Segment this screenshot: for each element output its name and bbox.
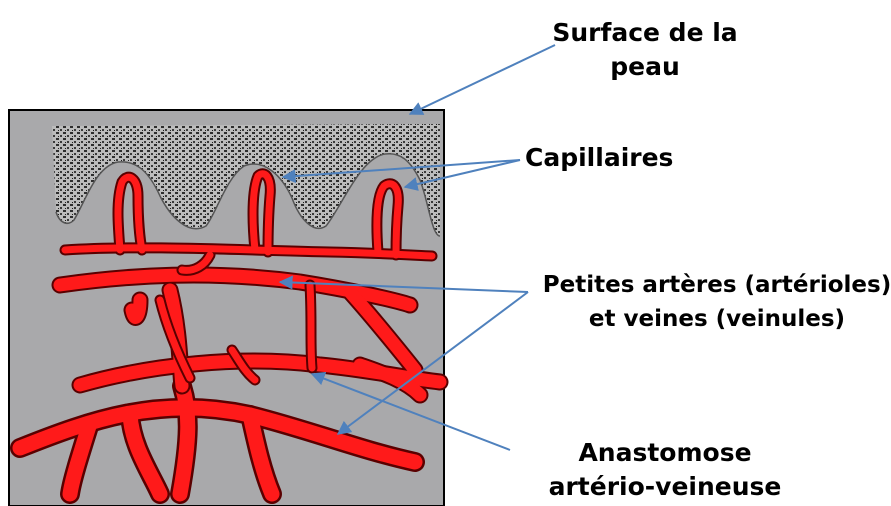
arrow-surface (410, 45, 555, 114)
label-surface-line2: peau (540, 50, 750, 84)
label-petites-line2: et veines (veinules) (542, 302, 891, 336)
label-petites-arteres: Petites artères (artérioles) et veines (… (542, 268, 891, 336)
label-anastomose-line2: artério-veineuse (545, 470, 785, 504)
label-anastomose-line1: Anastomose (545, 436, 785, 470)
label-petites-line1: Petites artères (artérioles) (542, 268, 891, 302)
label-surface-line1: Surface de la (540, 16, 750, 50)
label-anastomose: Anastomose artério-veineuse (545, 436, 785, 504)
label-capillaires: Capillaires (525, 141, 673, 175)
label-surface-de-la-peau: Surface de la peau (540, 16, 750, 84)
